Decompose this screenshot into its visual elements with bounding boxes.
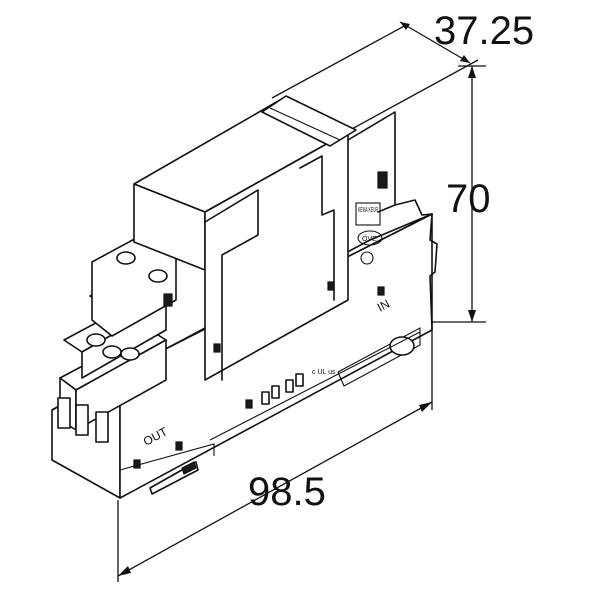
ul-mark-text: c UL us [312,369,336,376]
height-value-label: 70 [446,177,491,221]
terminal-screw-3 [120,347,140,361]
ove-mark [357,230,383,246]
release-latch-right [389,336,415,356]
terminal-indicator [163,293,173,307]
front-face-step [119,443,215,471]
height-arrow-top [468,66,476,78]
device-body: KEMA KEUR ÖVE c UL us IN OUT [51,95,438,499]
module-right-face [347,111,396,213]
depth-value-label: 37.25 [434,9,534,53]
terminal-screw-4 [116,251,136,265]
depth-dimension-line [399,21,471,64]
front-marker-left [133,459,141,469]
depth-dimension: 37.25 [271,9,534,131]
terminal-slot-2 [75,404,89,436]
depth-arrow-start [400,22,410,30]
out-marker [175,441,183,451]
module-pin-left [213,343,221,353]
module-front-inset-left [204,189,259,381]
module-handle-top [261,95,357,147]
length-value-label: 98.5 [248,470,326,514]
length-dimension: 98.5 [117,330,433,582]
module-handle-groove [269,107,341,141]
kema-keur-mark [355,202,381,226]
in-marker [377,286,385,296]
contact-slots [261,373,304,405]
length-arrow-start [118,566,131,576]
height-arrow-bottom [468,310,476,322]
terminal-slot-3 [95,411,109,443]
length-arrow-end [419,402,432,412]
module-pin-right [327,281,335,291]
terminal-screw-5 [148,269,168,283]
ove-mark-text: ÖVE [362,235,377,243]
module-front-face [204,131,349,381]
length-dimension-line [117,401,433,577]
depth-extension-line-left [271,23,409,99]
module-front-inset-right [299,155,335,301]
front-face-ridge [209,331,421,441]
front-marker-mid [245,399,253,409]
depth-arrow-end [460,55,470,63]
release-tab-left [181,461,197,475]
module-status-window [377,171,388,189]
terminal-screw-1 [86,333,106,347]
terminal-slot-1 [57,397,71,429]
depth-extension-line-right [349,59,479,131]
height-dimension: 70 [432,65,491,323]
kema-keur-text: KEMA KEUR [358,207,378,214]
right-end-profile [394,199,438,331]
in-label: IN [375,297,392,315]
sev-mark-icon [360,251,374,265]
terminal-screw-2 [102,345,122,359]
